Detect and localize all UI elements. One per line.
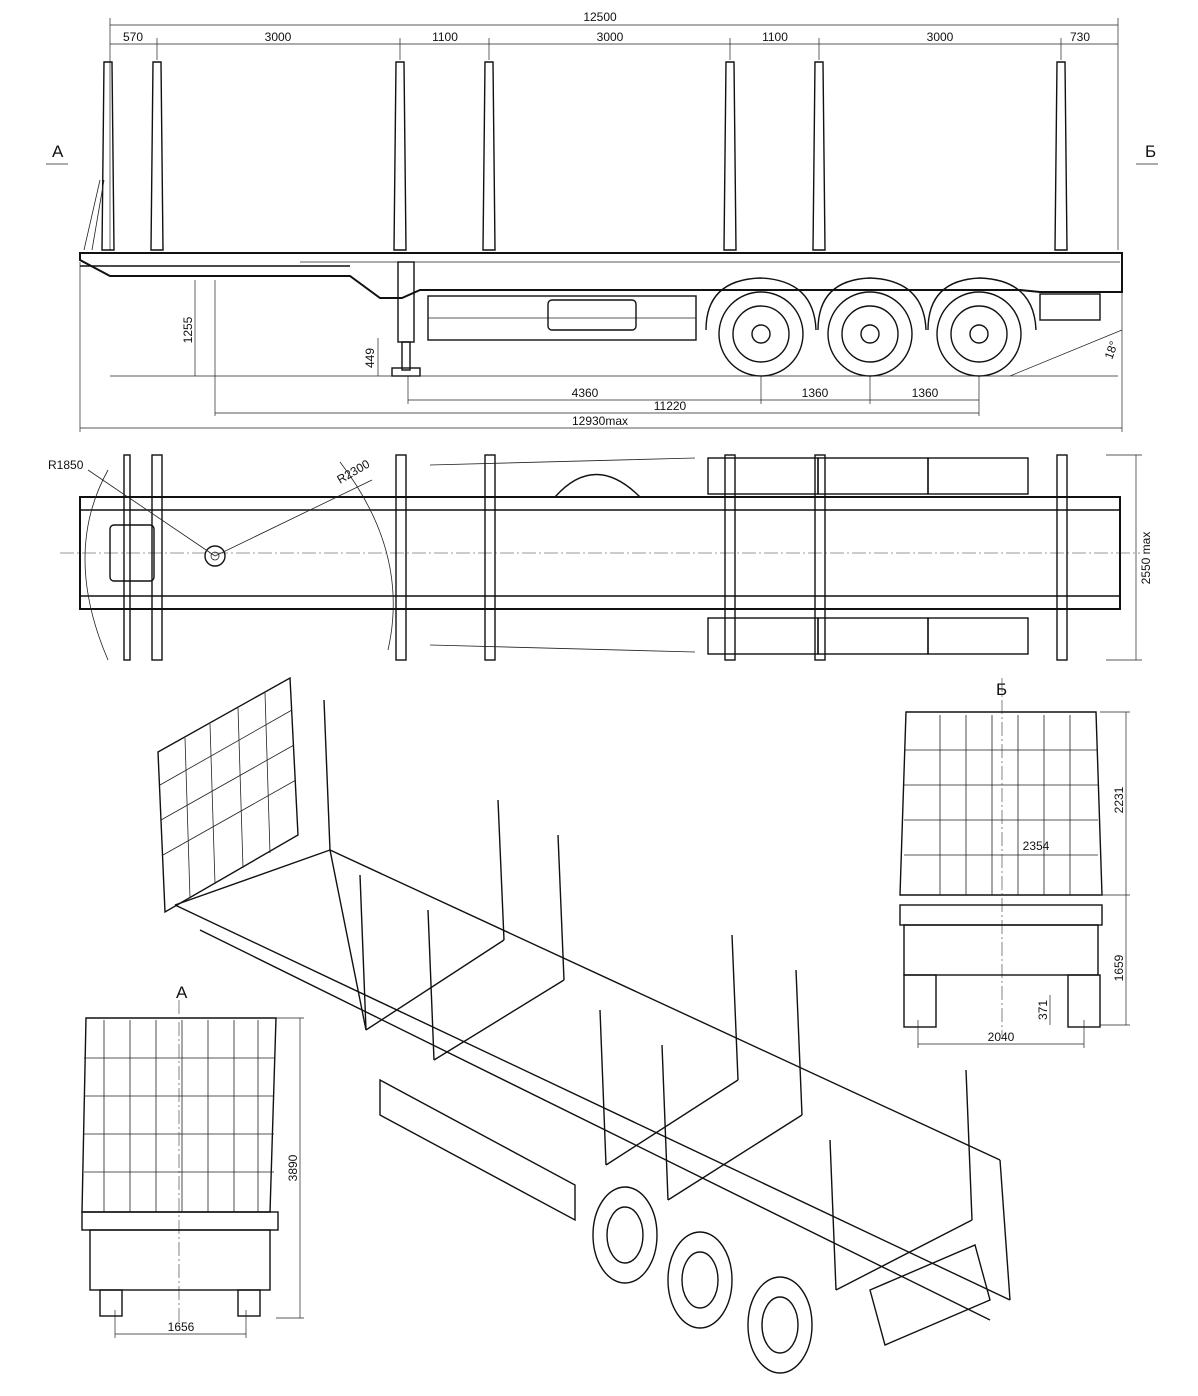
view-b-title: Б (996, 680, 1007, 699)
height-label: 1255 (181, 316, 195, 343)
radius-front-label: R1850 (48, 458, 84, 472)
view-b-inner-width: 2354 (1023, 839, 1050, 853)
dim-bottom-3: 1360 (912, 386, 939, 400)
segment-label-7: 730 (1070, 30, 1090, 44)
stakes (83, 61, 1068, 251)
isometric-view (157, 676, 1011, 1374)
overall-length-label: 12500 (583, 10, 617, 24)
max-length-label: 12930max (572, 414, 628, 428)
segment-label-4: 3000 (597, 30, 624, 44)
segment-label-2: 3000 (265, 30, 292, 44)
view-a-height: 3890 (286, 1154, 300, 1181)
frame-side (79, 252, 1123, 377)
view-b: Б 2231 1659 2354 371 2040 (899, 678, 1130, 1048)
view-a-title: А (176, 983, 188, 1002)
view-marker-b: Б (1145, 142, 1156, 161)
angle-label: 18° (1102, 339, 1121, 361)
leg-height-label: 449 (363, 348, 377, 368)
view-a-track: 1656 (168, 1320, 195, 1334)
dim-bottom-1: 4360 (572, 386, 599, 400)
segment-label-5: 1100 (762, 30, 788, 44)
width-label: 2550 max (1139, 532, 1153, 585)
wheelbase-label: 11220 (654, 399, 687, 413)
side-view: 12500 570 3000 1100 3000 1100 3000 730 А… (46, 10, 1158, 432)
view-a: А 3890 1656 (81, 983, 304, 1338)
view-b-track: 2040 (988, 1030, 1015, 1044)
segment-label-6: 3000 (927, 30, 954, 44)
view-b-height-upper: 2231 (1112, 786, 1126, 813)
wheels-side (705, 277, 1037, 377)
view-b-height-lower: 1659 (1112, 954, 1126, 981)
dim-bottom-2: 1360 (802, 386, 829, 400)
radius-swing-label: R2300 (335, 457, 373, 487)
view-marker-a: А (52, 142, 64, 161)
segment-label-1: 570 (123, 30, 143, 44)
top-view: R1850 R2300 2550 max (48, 454, 1153, 661)
view-b-small-dim: 371 (1036, 1000, 1050, 1020)
segment-label-3: 1100 (432, 30, 458, 44)
